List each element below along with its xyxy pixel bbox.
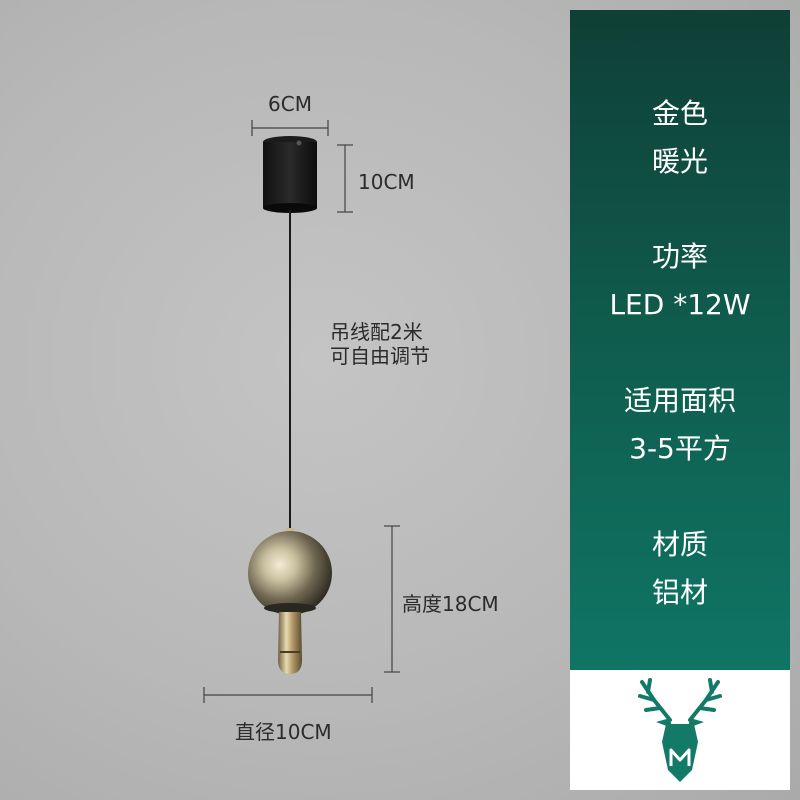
cable-note-line1: 吊线配2米 — [330, 320, 423, 344]
spec-label: 材质 — [651, 528, 708, 561]
cable-note-line2: 可自由调节 — [330, 344, 430, 368]
canopy-height-label: 10CM — [358, 170, 415, 194]
spec-label: 适用面积 — [623, 384, 736, 417]
lamp-shade — [248, 528, 332, 674]
spec-value: 暖光 — [651, 145, 708, 178]
spec-label: 金色 — [651, 97, 708, 130]
spec-color-temp: 金色 暖光 — [570, 90, 790, 186]
shade-diameter-dimension — [203, 687, 373, 703]
spec-value: LED *12W — [609, 288, 751, 321]
canopy-width-label: 6CM — [268, 92, 312, 116]
deer-head-icon — [638, 678, 722, 782]
spec-value: 3-5平方 — [629, 432, 731, 465]
pendant-lamp-illustration — [203, 120, 400, 703]
brand-logo-area — [570, 670, 790, 790]
spec-area: 适用面积 3-5平方 — [570, 377, 790, 473]
ceiling-canopy — [263, 136, 317, 213]
spec-panel: 金色 暖光 功率 LED *12W 适用面积 3-5平方 材质 铝材 — [570, 10, 790, 670]
shade-height-label: 高度18CM — [402, 592, 499, 616]
shade-diameter-label: 直径10CM — [235, 720, 332, 744]
shade-height-dimension — [384, 525, 400, 673]
spec-value: 铝材 — [651, 576, 708, 609]
spec-material: 材质 铝材 — [570, 521, 790, 617]
canopy-width-dimension — [251, 120, 329, 136]
spec-label: 功率 — [651, 240, 708, 273]
canopy-height-dimension — [337, 144, 353, 213]
spec-power: 功率 LED *12W — [570, 233, 790, 329]
